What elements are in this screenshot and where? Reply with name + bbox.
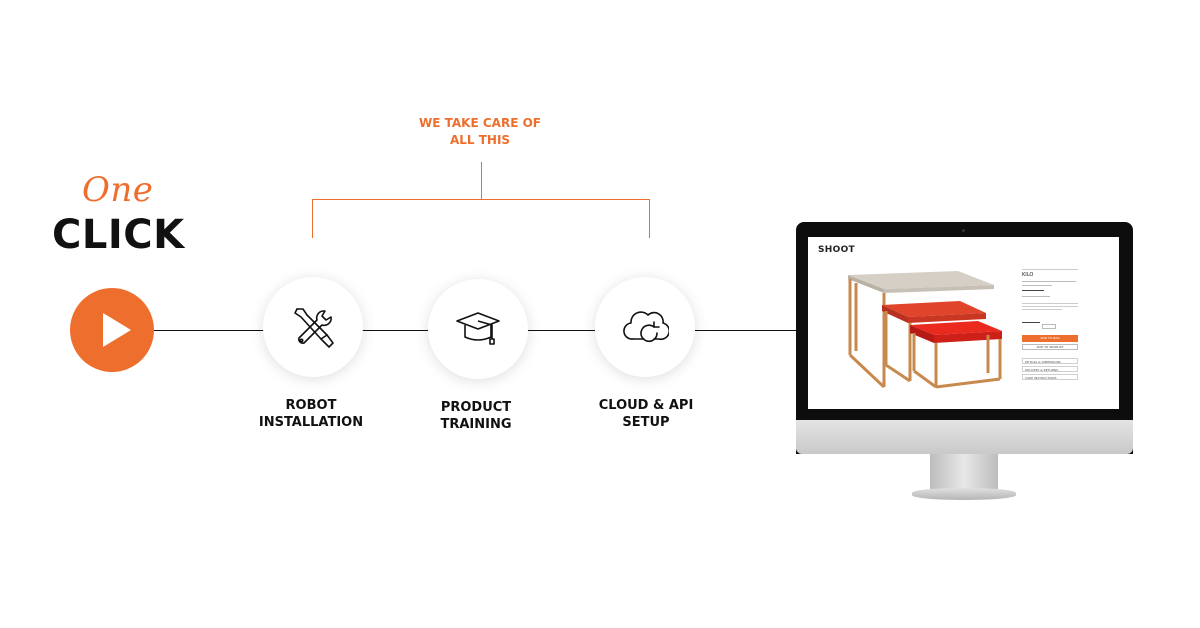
step-label-cloud-api-setup: CLOUD & API SETUP — [598, 398, 694, 430]
monitor-chin — [796, 420, 1133, 454]
connector-line — [528, 330, 595, 331]
step-label-product-training: PRODUCT TRAINING — [440, 400, 512, 432]
wishlist-button[interactable]: ADD TO WISHLIST — [1022, 344, 1078, 350]
text-line — [1022, 309, 1062, 310]
play-button[interactable] — [70, 288, 154, 372]
monitor-screen — [808, 237, 1119, 409]
quantity-stepper[interactable] — [1042, 324, 1056, 329]
panel-divider — [1022, 269, 1078, 270]
text-line — [1022, 306, 1078, 307]
monitor-stand — [930, 454, 998, 494]
bracket-stem — [481, 162, 482, 199]
bracket-right-leg — [649, 199, 650, 238]
add-to-bag-button[interactable]: ADD TO BAG — [1022, 335, 1078, 342]
shop-logo: SHOOT — [818, 245, 855, 255]
rating-stars — [1022, 290, 1044, 291]
monitor-stand-base — [912, 488, 1016, 500]
text-line — [1022, 281, 1076, 282]
product-name: KILO — [1022, 272, 1034, 278]
connector-line — [362, 330, 428, 331]
connector-line — [695, 330, 797, 331]
cloud-sync-icon — [623, 311, 669, 343]
bracket-caption: WE TAKE CARE OF ALL THIS — [419, 116, 541, 147]
step-product-training — [428, 279, 528, 379]
heading-click: CLICK — [52, 212, 185, 258]
play-icon — [103, 313, 131, 347]
step-label-robot-installation: ROBOT INSTALLATION — [258, 398, 364, 430]
step-robot-installation — [263, 277, 363, 377]
step-cloud-api-setup — [595, 277, 695, 377]
heading-one: One — [82, 170, 154, 210]
accordion-care[interactable]: CARE INSTRUCTIONS — [1022, 374, 1078, 380]
bracket-bar — [312, 199, 650, 200]
graduation-cap-icon — [456, 312, 500, 345]
accordion-delivery[interactable]: DELIVERY & RETURNS — [1022, 366, 1078, 372]
text-line — [1022, 285, 1052, 286]
nesting-tables-image — [848, 271, 1002, 389]
wrench-screwdriver-icon — [294, 308, 334, 348]
camera-dot — [962, 229, 965, 232]
accordion-details[interactable]: DETAILS & DIMENSIONS — [1022, 358, 1078, 364]
text-line — [1022, 296, 1050, 297]
bracket-left-leg — [312, 199, 313, 238]
connector-line — [154, 330, 264, 331]
price — [1022, 322, 1040, 323]
text-line — [1022, 303, 1078, 304]
